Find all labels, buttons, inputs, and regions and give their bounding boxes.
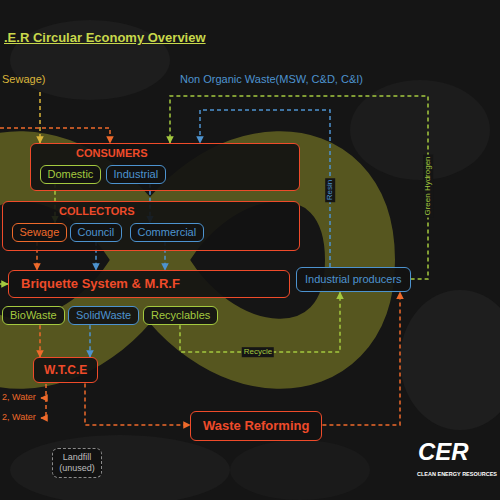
trash-texture (230, 440, 370, 500)
flow-label: Sewage) (2, 73, 45, 86)
node-text: Sewage (20, 226, 60, 239)
output-label: 2, Water (2, 392, 36, 403)
flow-label: Non Organic Waste(MSW, C&D, C&I) (180, 73, 363, 86)
node-text: Council (78, 226, 115, 239)
process-box: Industrial producers (296, 267, 411, 292)
node-text: Recyclables (151, 309, 210, 322)
tag-box: Sewage (12, 223, 68, 242)
output-label: 2, Water (2, 412, 36, 423)
node-text: Domestic (48, 168, 94, 181)
diagram-title: .E.R Circular Economy Overview (4, 30, 206, 46)
outflow-line (41, 397, 46, 399)
inflow-line (0, 128, 110, 143)
outflow-line (45, 384, 47, 418)
flow-connector (322, 292, 400, 425)
unused-box: Landfill (unused) (52, 448, 102, 478)
node-text: W.T.C.E (44, 363, 87, 377)
flow-connector (85, 383, 190, 425)
node-text: Industrial (114, 168, 159, 181)
infinity-symbol (0, 166, 360, 354)
tag-box: BioWaste (2, 306, 65, 325)
tag-box: Recyclables (143, 306, 218, 325)
edge-label: Recycle (242, 347, 274, 357)
edge-label: Green Hydrogen (423, 154, 433, 217)
node-text: SolidWaste (76, 309, 131, 322)
node-text: Landfill (unused) (57, 452, 97, 474)
inflow-line (39, 92, 41, 143)
flow-connector (39, 325, 41, 357)
group-box: CONSUMERS Domestic Industrial (30, 143, 300, 191)
tag-box: Council (70, 223, 123, 242)
inflow-line (0, 283, 8, 285)
tag-box: Industrial (106, 165, 167, 184)
node-text: CONSUMERS (76, 147, 148, 160)
process-box: Waste Reforming (190, 411, 322, 441)
node-text: Industrial producers (305, 273, 402, 286)
logo-mark: CER (418, 438, 469, 467)
process-box: Briquette System & M.R.F (8, 270, 290, 298)
outflow-line (41, 417, 46, 419)
group-box: COLLECTORS Sewage Council Commercial (2, 201, 300, 251)
node-text: COLLECTORS (59, 205, 135, 218)
tag-box: SolidWaste (68, 306, 139, 325)
tag-box: Commercial (130, 223, 205, 242)
trash-texture (10, 435, 230, 500)
node-text: Commercial (138, 226, 197, 239)
node-text: Waste Reforming (203, 418, 309, 434)
tag-box: Domestic (40, 165, 102, 184)
node-text: Briquette System & M.R.F (21, 276, 277, 292)
trash-texture (400, 290, 500, 430)
edge-label: Resin (325, 178, 335, 202)
node-text: BioWaste (10, 309, 57, 322)
trash-texture (350, 80, 490, 180)
process-box: W.T.C.E (33, 357, 98, 383)
logo-text: CLEAN ENERGY RESOURCES (417, 471, 497, 478)
flow-connector (89, 325, 91, 357)
